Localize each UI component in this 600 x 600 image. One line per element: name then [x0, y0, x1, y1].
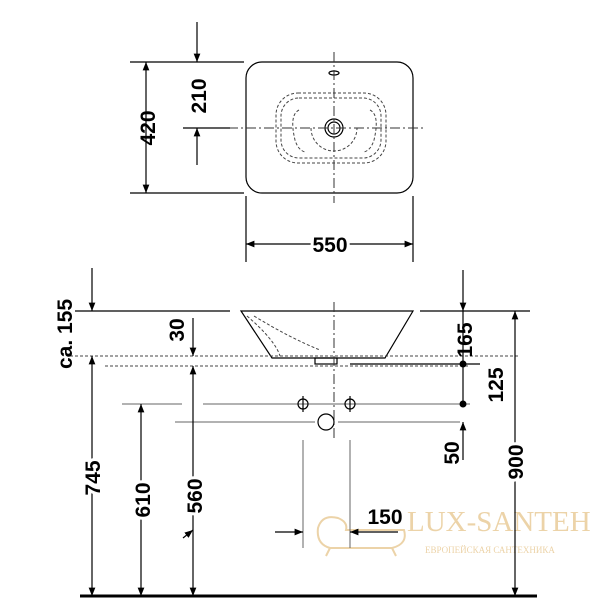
dimension-dot: [459, 360, 467, 368]
drain-offset-dimension: 50: [441, 441, 464, 464]
basin-height-dimension: ca. 155: [54, 299, 77, 369]
depth-dimension: 420: [137, 110, 160, 145]
center-dimension: 210: [188, 78, 211, 113]
basin-to-valves-dimension: 165: [454, 322, 477, 357]
basin-profile: [239, 310, 415, 359]
top-view: 420 210 550: [130, 22, 425, 262]
front-view: ca. 155 745 30 560 610 165 125 50 900 15…: [54, 268, 537, 598]
watermark-brand: LUX-SANTEH: [407, 506, 591, 538]
valve-spacing-dimension: 150: [367, 506, 402, 529]
counter-height-dimension: 745: [82, 460, 105, 495]
arrow-icon: [182, 529, 194, 539]
total-height-dimension: 900: [505, 444, 528, 479]
valve-offset-dimension: 125: [485, 367, 508, 402]
bowl-outline: [275, 92, 387, 164]
dimension-dot: [459, 400, 467, 408]
valve-height-dimension: 610: [132, 482, 155, 517]
width-dimension: 550: [312, 234, 347, 257]
watermark-tagline: ЕВРОПЕЙСКАЯ САНТЕХНИКА: [425, 545, 555, 555]
watermark-logo: LUX-SANTEH ЕВРОПЕЙСКАЯ САНТЕХНИКА: [316, 506, 591, 557]
drain-height-dimension: 560: [184, 478, 207, 513]
wall-drain-icon: [317, 413, 335, 431]
counter-thickness-dimension: 30: [166, 318, 189, 341]
bowl-inner-outline: [280, 97, 382, 159]
